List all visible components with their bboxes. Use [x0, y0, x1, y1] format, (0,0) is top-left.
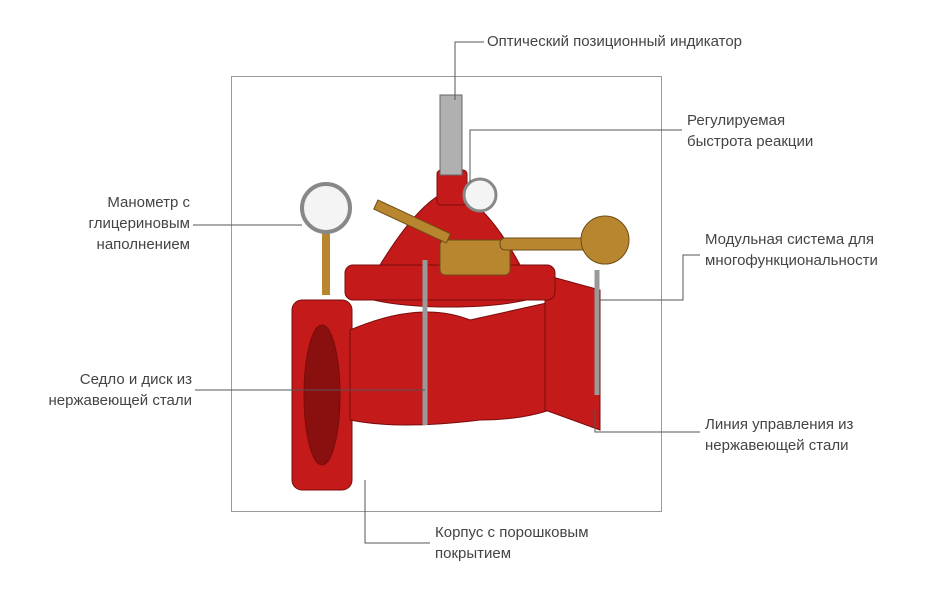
label-seat-disc: Седло и диск из нержавеющей стали: [49, 369, 192, 411]
label-powder-coated-body: Корпус с порошковым покрытием: [435, 522, 589, 564]
optical-indicator: [439, 94, 463, 176]
label-line: наполнением: [96, 236, 190, 253]
label-line: многофункциональности: [705, 252, 878, 269]
label-line: Линия управления из: [705, 416, 854, 433]
leader-lines: [193, 41, 700, 544]
label-pressure-gauge: Манометр с глицериновым наполнением: [89, 192, 190, 255]
control-modules: [373, 199, 630, 276]
image-frame: [231, 76, 662, 512]
label-line: Модульная система для: [705, 231, 874, 248]
control-lines: [422, 260, 600, 425]
label-line: нержавеющей стали: [705, 437, 849, 454]
label-adjustable-speed: Регулируемая быстрота реакции: [687, 110, 813, 152]
label-control-line: Линия управления из нержавеющей стали: [705, 414, 853, 456]
label-line: нержавеющей стали: [48, 392, 192, 409]
label-optical-indicator: Оптический позиционный индикатор: [487, 33, 743, 50]
label-modular-system: Модульная система для многофункционально…: [705, 229, 878, 271]
label-line: быстрота реакции: [687, 133, 814, 150]
label-line: Манометр с: [107, 194, 190, 211]
label-line: покрытием: [435, 545, 512, 562]
label-line: Регулируемая: [687, 112, 786, 129]
pressure-gauge: [300, 177, 498, 295]
label-line: глицериновым: [88, 215, 190, 232]
label-line: Корпус с порошковым: [435, 524, 589, 541]
label-line: Седло и диск из: [79, 371, 192, 388]
